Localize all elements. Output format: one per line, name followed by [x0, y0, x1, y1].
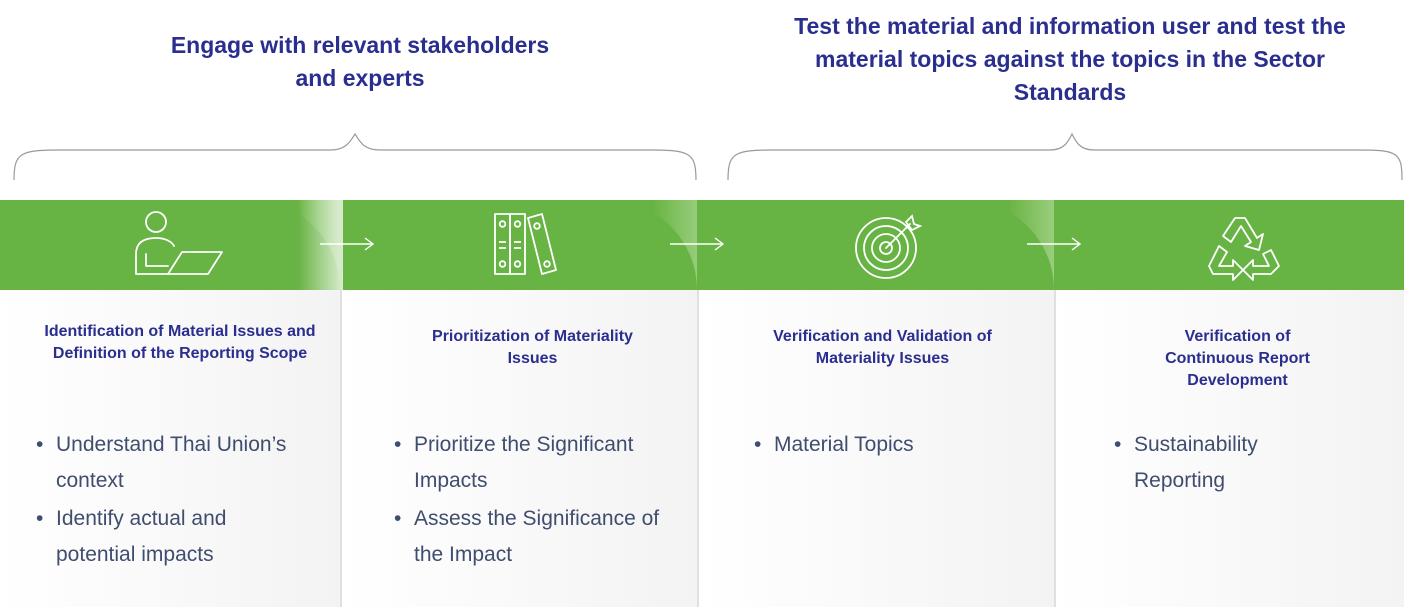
card-divider	[697, 290, 699, 607]
step-1-title: Identification of Material Issues and De…	[44, 323, 316, 362]
step-tab-2	[340, 200, 697, 290]
step-tab-4	[1054, 200, 1404, 290]
arrow-icon	[1027, 237, 1082, 251]
band-fade-edge-1	[298, 200, 343, 290]
brace-right	[727, 132, 1403, 181]
arrow-icon	[320, 237, 375, 251]
brace-left	[13, 132, 697, 181]
step-tab-3	[697, 200, 1054, 290]
step-1-bullets: Understand Thai Union’s context Identify…	[34, 427, 304, 575]
bullet-item: Understand Thai Union’s context	[34, 427, 304, 499]
bullet-item: Assess the Significance of the Impact	[392, 501, 682, 573]
heading-test-material-topics: Test the material and information user a…	[794, 13, 1346, 105]
bullet-item: Material Topics	[752, 427, 1032, 463]
step-2-title: Prioritization of Materiality Issues	[432, 328, 633, 367]
person-laptop-icon	[135, 211, 223, 275]
target-icon	[855, 214, 923, 279]
arrow-icon	[670, 237, 725, 251]
bullet-item: Identify actual and potential impacts	[34, 501, 304, 573]
recycle-icon	[1208, 217, 1280, 281]
step-tab-1	[0, 200, 340, 290]
binders-icon	[494, 213, 557, 275]
step-3-title: Verification and Validation of Materiali…	[773, 328, 992, 367]
bullet-item: Sustainability Reporting	[1112, 427, 1312, 499]
step-2-bullets: Prioritize the Significant Impacts Asses…	[392, 427, 682, 575]
bullet-item: Prioritize the Significant Impacts	[392, 427, 682, 499]
card-divider	[340, 290, 342, 607]
step-4-bullets: Sustainability Reporting	[1112, 427, 1312, 501]
heading-engage-stakeholders: Engage with relevant stakeholders and ex…	[170, 32, 550, 91]
step-3-bullets: Material Topics	[752, 427, 1032, 465]
card-divider	[1054, 290, 1056, 607]
brace-connectors	[13, 132, 1403, 181]
step-4-title: Verification of Continuous Report Develo…	[1165, 328, 1310, 389]
